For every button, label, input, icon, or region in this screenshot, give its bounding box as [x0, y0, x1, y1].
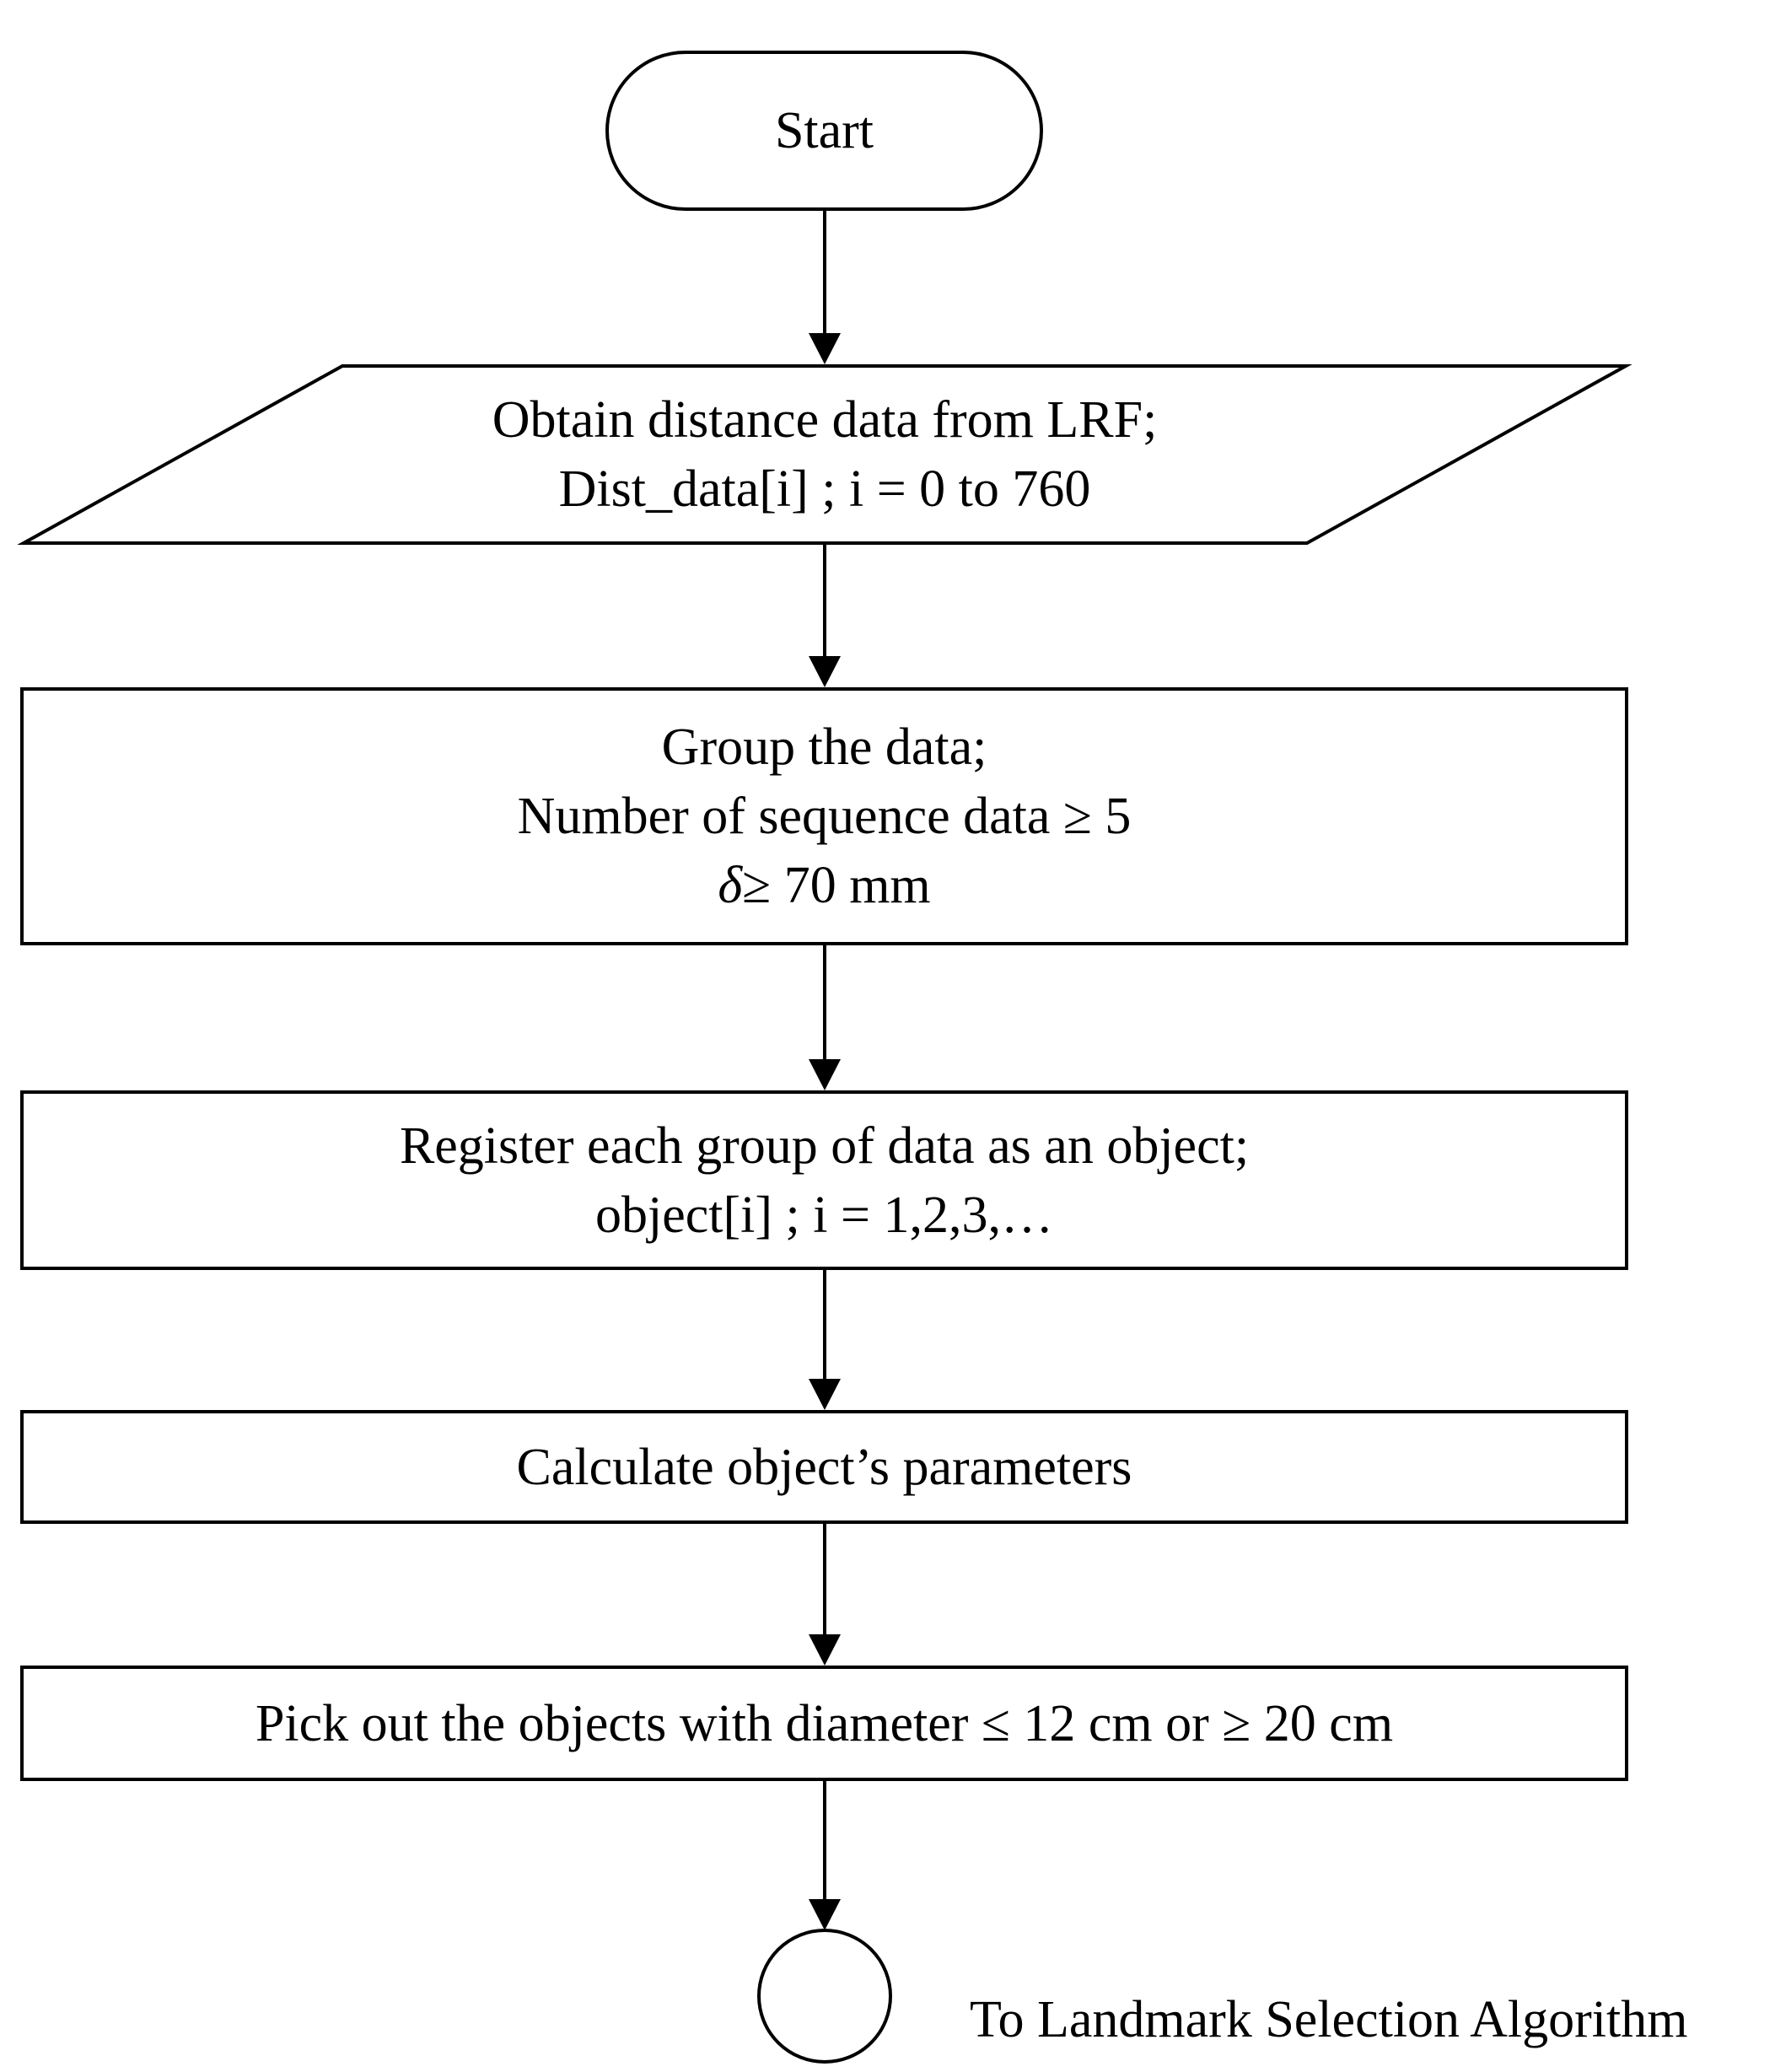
input-line-1: Obtain distance data from LRF;: [492, 391, 1158, 449]
calculate-text: Calculate object’s parameters: [516, 1438, 1132, 1496]
arrowhead-6: [809, 1899, 841, 1930]
start-terminator: [605, 51, 1043, 211]
group-line-1: Group the data;: [661, 718, 987, 776]
input-line-2: Dist_data[i] ; i = 0 to 760: [558, 460, 1091, 518]
pick-label: Pick out the objects with diameter ≤ 12 …: [22, 1667, 1627, 1779]
group-line-3-rest: ≥ 70 mm: [742, 857, 931, 914]
register-label: Register each group of data as an object…: [22, 1092, 1627, 1268]
start-label: Start: [607, 52, 1041, 209]
arrowhead-3: [809, 1059, 841, 1090]
offpage-connector-circle: [757, 1929, 892, 2064]
arrowhead-5: [809, 1634, 841, 1666]
input-label: Obtain distance data from LRF; Dist_data…: [342, 366, 1307, 543]
input-parallelogram: [17, 364, 1632, 545]
register-line-1: Register each group of data as an object…: [399, 1117, 1250, 1175]
connector-label: To Landmark Selection Algorithm: [970, 1991, 1688, 2048]
pick-text: Pick out the objects with diameter ≤ 12 …: [255, 1694, 1394, 1752]
group-line-2: Number of sequence data ≥ 5: [517, 788, 1132, 845]
group-process-box: [20, 687, 1628, 945]
calculate-process-box: [20, 1410, 1628, 1524]
arrowhead-4: [809, 1379, 841, 1410]
group-label: Group the data; Number of sequence data …: [22, 689, 1627, 944]
pick-process-box: [20, 1666, 1628, 1781]
arrowhead-1: [809, 333, 841, 364]
start-text: Start: [774, 102, 874, 159]
register-process-box: [20, 1090, 1628, 1270]
register-line-2: object[i] ; i = 1,2,3,…: [595, 1186, 1053, 1244]
arrowhead-2: [809, 656, 841, 687]
calculate-label: Calculate object’s parameters: [22, 1412, 1627, 1522]
delta-symbol: δ: [718, 857, 743, 914]
group-line-3: δ≥ 70 mm: [718, 851, 930, 920]
